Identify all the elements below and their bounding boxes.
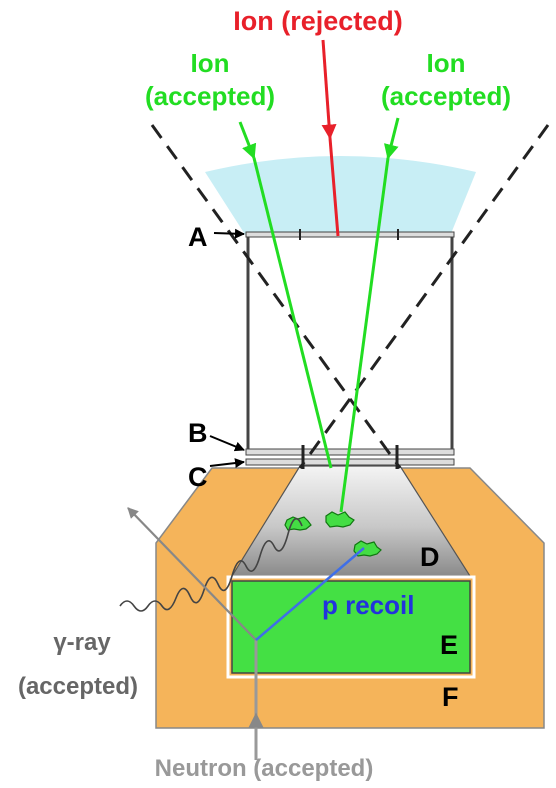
acceptance-line-left [150,124,402,469]
label-gamma-ray-2: (accepted) [18,673,138,700]
label-b: B [188,418,208,448]
ion-accepted-right-track [339,157,390,513]
pointer-b [209,435,245,452]
label-ion-accepted-right-1: Ion [427,48,466,78]
label-ion-accepted-left-2: (accepted) [145,81,275,111]
label-f: F [442,682,459,712]
foil-c [245,458,455,466]
ion-rejected-track [328,137,340,237]
label-c: C [188,462,208,492]
ion-accepted-right-arrow [383,117,400,160]
label-d: D [420,542,440,572]
pointer-a [213,228,245,239]
gamma-ray-path [119,517,303,612]
label-ion-accepted-right-2: (accepted) [381,81,511,111]
label-ion-rejected: Ion (rejected) [233,6,403,36]
ion-accepted-left-track [252,157,333,469]
proton-recoil-track [255,547,365,641]
ion-accepted-left-arrow [238,121,257,160]
neutron-scatter [127,507,257,641]
label-ion-accepted-left-1: Ion [191,48,230,78]
label-a: A [188,222,208,252]
foil-a [245,231,455,238]
acceptance-cone [205,156,476,236]
label-e: E [440,630,458,660]
region-e-frame [226,575,476,679]
label-gamma-ray-1: γ-ray [53,629,111,656]
acceptance-line-right [298,124,550,469]
interaction-blob [325,511,355,528]
label-p-recoil: p recoil [322,590,414,620]
ion-rejected-arrow [321,39,337,140]
pointer-c [209,458,245,469]
label-neutron: Neutron (accepted) [155,755,374,782]
